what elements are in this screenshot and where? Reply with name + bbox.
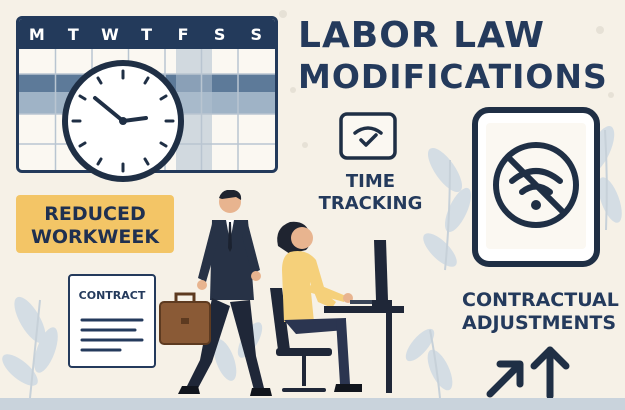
calendar-weekday-header: M T W T F S S <box>19 19 275 49</box>
no-wifi-icon <box>493 142 579 228</box>
briefcase-icon <box>159 292 211 345</box>
weekday-label: W <box>101 24 120 44</box>
office-chair <box>270 288 332 392</box>
floor-strip <box>0 398 625 410</box>
weekday-label: T <box>141 24 153 44</box>
weekday-label: S <box>250 24 264 44</box>
contractual-adjustments-label-2: ADJUSTMENTS <box>462 312 617 334</box>
woman-figure <box>277 221 362 392</box>
time-tracking-label-2: TRACKING <box>318 193 423 214</box>
reduced-workweek-badge <box>16 195 174 253</box>
arrows-up-icon <box>486 346 570 398</box>
weekday-label: T <box>67 24 80 44</box>
weekday-label: M <box>28 24 46 44</box>
reduced-workweek-label-2: WORKWEEK <box>30 226 160 248</box>
time-tracking-label-1: TIME <box>345 171 396 192</box>
checkmark-icon <box>339 112 397 160</box>
clock-icon <box>62 60 184 182</box>
reduced-workweek-label-1: REDUCED <box>44 203 146 225</box>
contract-text-lines <box>80 318 144 352</box>
contractual-adjustments-label-1: CONTRACTUAL <box>462 289 619 311</box>
weekday-label: F <box>177 24 190 44</box>
page-title-line-1: LABOR LAW <box>298 15 545 56</box>
contract-label: CONTRACT <box>78 289 146 302</box>
businessman-figure <box>178 190 272 396</box>
weekday-label: S <box>213 24 227 44</box>
computer-monitor-icon <box>324 240 404 393</box>
phone-icon <box>472 107 600 267</box>
office-workers-illustration <box>159 190 404 396</box>
page-title-line-2: MODIFICATIONS <box>298 57 608 96</box>
